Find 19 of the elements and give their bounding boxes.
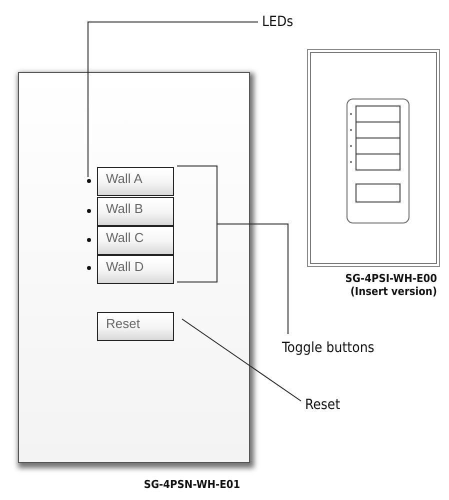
toggle-button: Wall C <box>97 226 174 255</box>
callout-label: LEDs <box>262 12 294 32</box>
model-caption: (Insert version) <box>349 285 437 298</box>
toggle-button: Wall D <box>97 255 174 284</box>
model-caption: SG-4PSI-WH-E00 <box>344 272 437 285</box>
insert-plate-drawing <box>310 52 437 264</box>
callout-label: Toggle buttons <box>282 338 374 358</box>
wall-plate <box>18 72 250 463</box>
reset-button: Reset <box>97 312 174 341</box>
led-dot <box>87 179 91 183</box>
toggle-button: Wall B <box>97 197 174 226</box>
callout-label: Reset <box>305 395 340 415</box>
leader-line <box>182 318 302 402</box>
toggle-button: Wall A <box>97 167 174 196</box>
leader-line <box>88 22 258 178</box>
model-caption: SG-4PSN-WH-E01 <box>142 478 242 491</box>
led-dot <box>87 266 91 270</box>
led-dot <box>87 238 91 242</box>
led-dot <box>87 209 91 213</box>
